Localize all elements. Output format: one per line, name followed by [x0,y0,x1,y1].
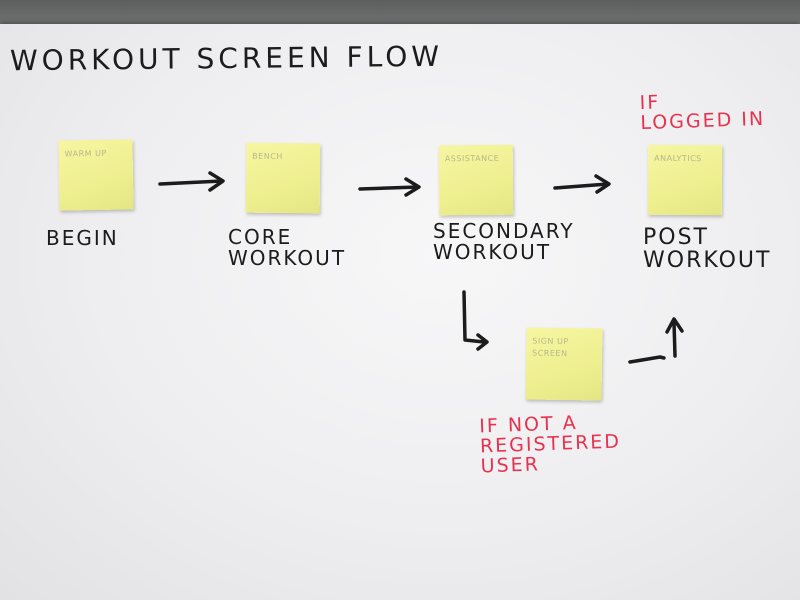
node-label-secondary-workout: Secondary Workout [433,219,575,264]
sticky-note-text: Sign Up Screen [532,336,569,359]
node-label-post-workout: Post Workout [643,225,772,274]
sticky-note-analytics: Analytics [647,144,723,216]
condition-logged-in: If Logged In [639,91,766,135]
sticky-note-text: Warm Up [64,148,107,159]
sticky-note-text: Assistance [444,153,500,164]
sticky-note-warm-up: Warm Up [58,139,134,211]
node-label-core-workout: Core Workout [228,225,347,270]
sticky-note-text: Analytics [654,153,702,164]
whiteboard [0,24,800,600]
sticky-note-bench: Bench [245,142,321,214]
sticky-note-text: Bench [252,151,283,161]
diagram-title: Workout Screen Flow [9,39,444,78]
sticky-note-assistance: Assistance [438,144,514,216]
sticky-note-sign-up: Sign Up Screen [525,327,603,401]
node-label-begin: Begin [46,226,119,250]
condition-not-registered: If not a Registered User [478,412,622,478]
